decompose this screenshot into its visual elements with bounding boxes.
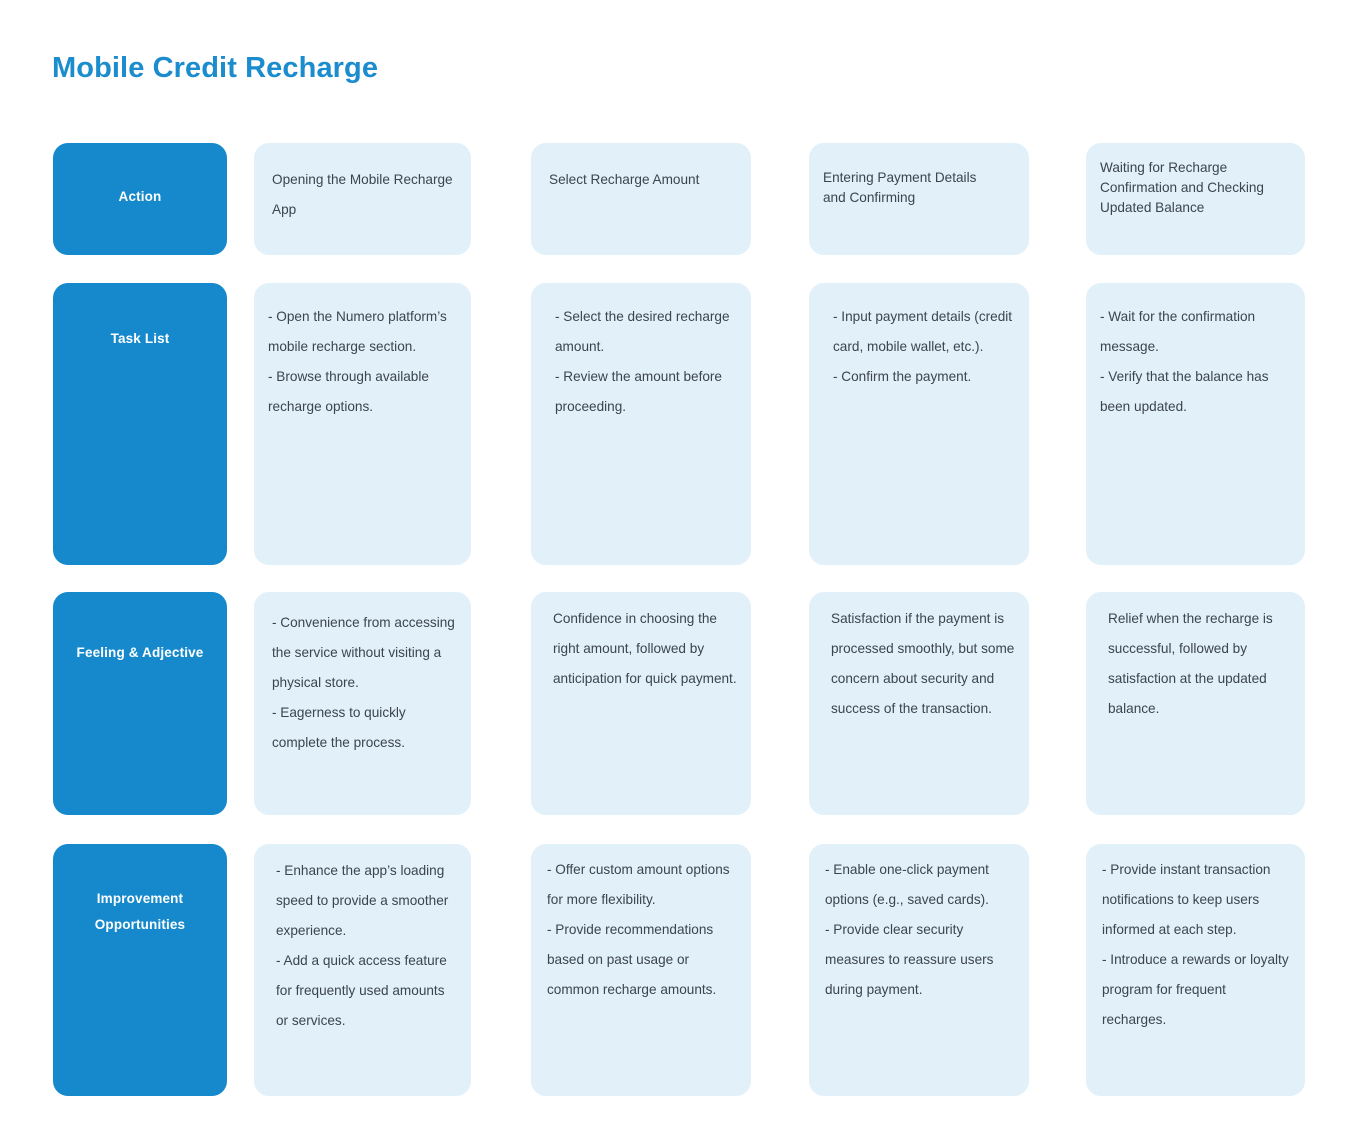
row-label-task-list: Task List xyxy=(53,283,227,565)
row-label-action: Action xyxy=(53,143,227,255)
cell-tasklist-col4: - Wait for the confirmation message. - V… xyxy=(1086,283,1305,565)
row-label-improvement-opportunities: Improvement Opportunities xyxy=(53,844,227,1096)
cell-feeling-col2: Confidence in choosing the right amount,… xyxy=(531,592,751,815)
cell-improvement-col2: - Offer custom amount options for more f… xyxy=(531,844,751,1096)
cell-text: Entering Payment Details and Confirming xyxy=(823,170,977,205)
cell-text: Waiting for Recharge Confirmation and Ch… xyxy=(1100,160,1264,215)
cell-action-col1: Opening the Mobile Recharge App xyxy=(254,143,471,255)
row-label-feeling-adjective: Feeling & Adjective xyxy=(53,592,227,815)
cell-improvement-col3: - Enable one-click payment options (e.g.… xyxy=(809,844,1029,1096)
cell-tasklist-col3: - Input payment details (credit card, mo… xyxy=(809,283,1029,565)
cell-action-col2: Select Recharge Amount xyxy=(531,143,751,255)
cell-text: - Wait for the confirmation message. - V… xyxy=(1100,309,1269,414)
cell-improvement-col4: - Provide instant transaction notificati… xyxy=(1086,844,1305,1096)
cell-text: - Enhance the app’s loading speed to pro… xyxy=(276,863,449,1028)
cell-tasklist-col2: - Select the desired recharge amount. - … xyxy=(531,283,751,565)
cell-text: - Provide instant transaction notificati… xyxy=(1102,862,1289,1027)
cell-text: Select Recharge Amount xyxy=(549,172,700,187)
cell-improvement-col1: - Enhance the app’s loading speed to pro… xyxy=(254,844,471,1096)
cell-text: Opening the Mobile Recharge App xyxy=(272,172,453,217)
cell-action-col4: Waiting for Recharge Confirmation and Ch… xyxy=(1086,143,1305,255)
page-title: Mobile Credit Recharge xyxy=(52,52,379,84)
cell-text: Relief when the recharge is successful, … xyxy=(1108,611,1273,716)
cell-text: Satisfaction if the payment is processed… xyxy=(831,611,1015,716)
cell-text: - Offer custom amount options for more f… xyxy=(547,862,730,997)
cell-tasklist-col1: - Open the Numero platform’s mobile rech… xyxy=(254,283,471,565)
cell-text: - Open the Numero platform’s mobile rech… xyxy=(268,309,447,414)
cell-text: - Input payment details (credit card, mo… xyxy=(833,309,1013,384)
cell-feeling-col3: Satisfaction if the payment is processed… xyxy=(809,592,1029,815)
cell-feeling-col4: Relief when the recharge is successful, … xyxy=(1086,592,1305,815)
cell-action-col3: Entering Payment Details and Confirming xyxy=(809,143,1029,255)
cell-feeling-col1: - Convenience from accessing the service… xyxy=(254,592,471,815)
cell-text: - Convenience from accessing the service… xyxy=(272,615,455,750)
cell-text: - Select the desired recharge amount. - … xyxy=(555,309,730,414)
cell-text: Confidence in choosing the right amount,… xyxy=(553,611,737,686)
cell-text: - Enable one-click payment options (e.g.… xyxy=(825,862,994,997)
